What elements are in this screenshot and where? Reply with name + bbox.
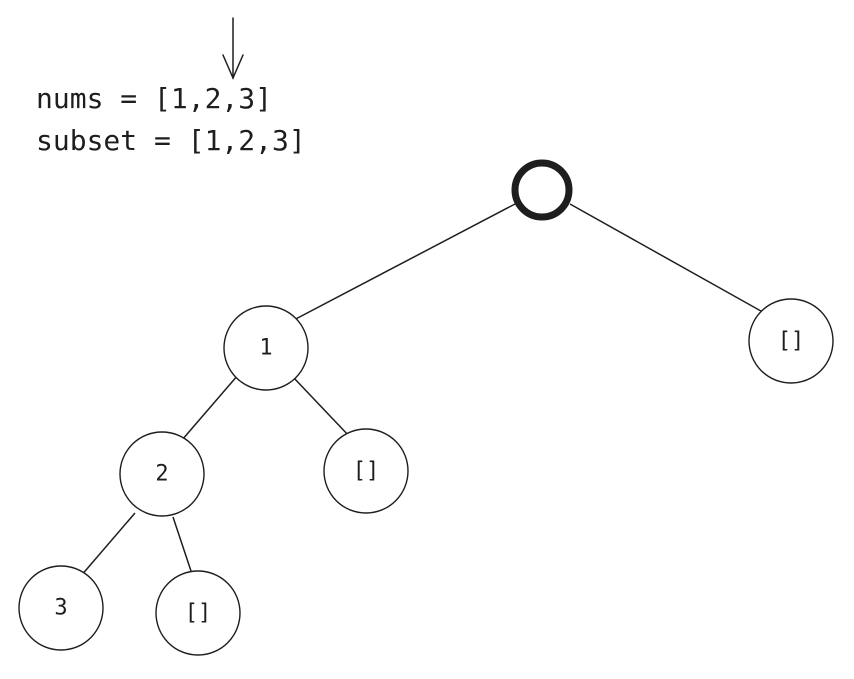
node-2: 2 (119, 431, 205, 517)
edge-2-to-empty (172, 516, 193, 575)
root-node (511, 159, 573, 221)
node-empty-mid: [] (323, 428, 409, 514)
node-1-label: 1 (259, 336, 272, 361)
edge-2-to-3 (79, 512, 136, 578)
edge-1-to-empty (292, 376, 351, 438)
edge-root-to-1 (289, 203, 516, 323)
node-empty-bottom: [] (155, 570, 241, 656)
node-empty-right: [] (748, 298, 834, 384)
tree-edges (79, 203, 769, 578)
node-empty-right-label: [] (778, 329, 805, 354)
node-3-label: 3 (54, 596, 67, 621)
subset-line: subset = [1,2,3] (36, 124, 306, 157)
edge-root-to-empty-right (569, 203, 769, 316)
node-1: 1 (223, 305, 309, 391)
node-empty-bottom-label: [] (185, 601, 212, 626)
node-3: 3 (18, 565, 104, 651)
nums-line: nums = [1,2,3] (36, 82, 272, 115)
pointer-arrow (222, 17, 244, 80)
node-2-label: 2 (155, 462, 168, 487)
edge-1-to-2 (181, 374, 239, 441)
node-empty-mid-label: [] (353, 459, 380, 484)
